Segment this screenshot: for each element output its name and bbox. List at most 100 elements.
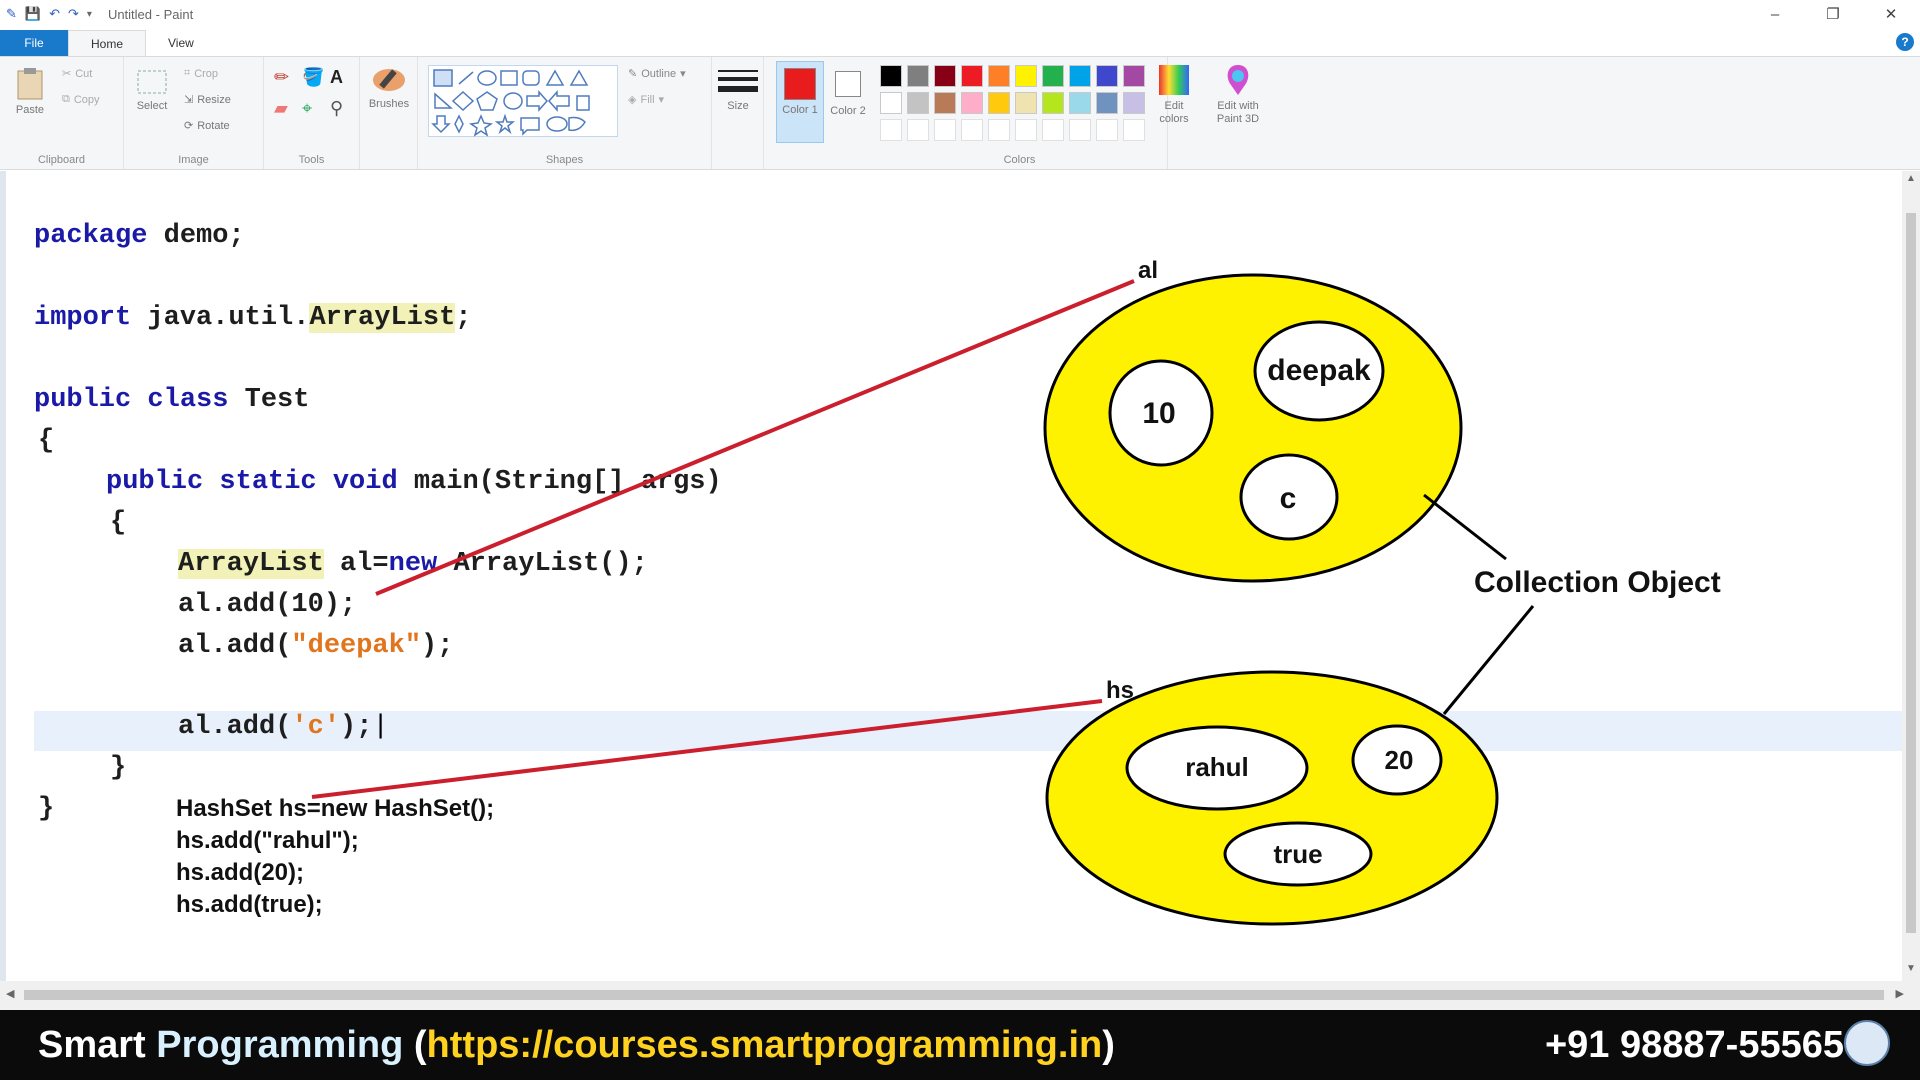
palette-swatch[interactable]: [1069, 92, 1091, 114]
brushes-button[interactable]: Brushes: [368, 65, 410, 110]
magnifier-icon[interactable]: ⚲: [330, 98, 344, 118]
palette-swatch[interactable]: [1042, 92, 1064, 114]
crop-button[interactable]: ⌗Crop: [184, 67, 219, 80]
palette-swatch[interactable]: [907, 65, 929, 87]
undo-icon[interactable]: ↶: [49, 6, 60, 21]
palette-swatch[interactable]: [1069, 65, 1091, 87]
palette-swatch[interactable]: [988, 65, 1010, 87]
code-line-main: public static void main(String[] args): [106, 467, 722, 497]
tab-file[interactable]: File: [0, 30, 68, 56]
rotate-icon: ⟳: [184, 120, 194, 132]
maximize-button[interactable]: ❐: [1826, 6, 1840, 23]
palette-swatch[interactable]: [1015, 65, 1037, 87]
minimize-button[interactable]: –: [1770, 5, 1780, 23]
palette-swatch[interactable]: [988, 92, 1010, 114]
palette-swatch[interactable]: [934, 65, 956, 87]
shapes-gallery[interactable]: [428, 65, 618, 137]
tab-home[interactable]: Home: [68, 30, 147, 56]
hs-reference-line: [311, 699, 1103, 799]
custom-color-slot[interactable]: [880, 119, 902, 141]
code-line-brace-open: {: [38, 426, 55, 456]
al-label: al: [1138, 257, 1158, 284]
palette-swatch[interactable]: [961, 65, 983, 87]
palette-swatch[interactable]: [1096, 65, 1118, 87]
code-line-import: import java.util.ArrayList;: [34, 303, 472, 333]
scroll-right-icon[interactable]: ▶: [1895, 988, 1904, 1000]
redo-icon[interactable]: ↷: [68, 6, 79, 21]
shapes-group: ✎Outline▾ ◈Fill▾ Shapes: [418, 57, 712, 169]
fill-button[interactable]: ◈Fill▾: [628, 93, 665, 107]
palette-swatch[interactable]: [1015, 92, 1037, 114]
size-button[interactable]: Size: [716, 67, 760, 112]
al-reference-line: [375, 279, 1135, 596]
custom-color-slot[interactable]: [1042, 119, 1064, 141]
hs-label: hs: [1106, 677, 1134, 704]
palette-swatch[interactable]: [934, 92, 956, 114]
al-item-deepak: deepak: [1267, 354, 1371, 387]
palette-swatch[interactable]: [1096, 92, 1118, 114]
brand-logo-icon: [1844, 1020, 1890, 1066]
al-item-deepak-bubble: [1253, 320, 1385, 422]
code-line-add-deepak: al.add("deepak");: [178, 631, 454, 661]
select-button[interactable]: Select: [134, 69, 170, 112]
collection-object-caption: Collection Object: [1474, 566, 1721, 599]
paste-button[interactable]: Paste: [10, 67, 50, 116]
rotate-button[interactable]: ⟳Rotate: [184, 119, 230, 133]
scroll-down-icon[interactable]: ▼: [1906, 963, 1916, 974]
save-icon[interactable]: 💾: [24, 6, 42, 21]
code-line-package: package demo;: [34, 221, 245, 251]
palette-swatch[interactable]: [880, 92, 902, 114]
collection-diagram: al hs 10 deepak c rahul 20 true Collecti…: [311, 257, 1721, 926]
ribbon: Paste ✂Cut ⧉Copy Clipboard Select ⌗Crop …: [0, 56, 1920, 170]
canvas-area: package demo; import java.util.ArrayList…: [0, 171, 1920, 1010]
fill-icon[interactable]: 🪣: [302, 67, 325, 87]
resize-button[interactable]: ⇲Resize: [184, 93, 231, 107]
pencil-icon[interactable]: ✏: [274, 67, 290, 87]
scroll-up-icon[interactable]: ▲: [1906, 173, 1916, 184]
code-line-main-brace-close: }: [110, 753, 127, 783]
customize-qat-icon[interactable]: ▾: [86, 8, 92, 20]
al-item-10-bubble: [1108, 359, 1214, 467]
close-button[interactable]: ✕: [1884, 6, 1898, 23]
code-line-class: public class Test: [34, 385, 310, 415]
scroll-left-icon[interactable]: ◀: [6, 988, 15, 1000]
custom-color-slot[interactable]: [1123, 119, 1145, 141]
line-size-icon: [718, 70, 758, 92]
edit-with-paint3d-button[interactable]: Edit with Paint 3D: [1208, 63, 1268, 126]
copy-button[interactable]: ⧉Copy: [62, 93, 100, 106]
palette-swatch[interactable]: [961, 92, 983, 114]
color1-swatch: [784, 68, 816, 100]
color2-button[interactable]: Color 2: [826, 61, 870, 117]
custom-color-slot[interactable]: [934, 119, 956, 141]
custom-color-slot[interactable]: [1069, 119, 1091, 141]
custom-color-slot[interactable]: [1096, 119, 1118, 141]
palette-swatch[interactable]: [1123, 65, 1145, 87]
custom-color-slot[interactable]: [907, 119, 929, 141]
custom-color-slot[interactable]: [988, 119, 1010, 141]
tab-view[interactable]: View: [168, 36, 194, 50]
help-icon[interactable]: ?: [1896, 33, 1914, 51]
caption-pointer-hs: [1442, 605, 1535, 715]
text-icon[interactable]: A: [330, 67, 343, 87]
brush-icon: [373, 69, 405, 91]
hashset-declaration: HashSet hs=new HashSet();: [176, 795, 495, 822]
outline-button[interactable]: ✎Outline▾: [628, 67, 686, 81]
palette-swatch[interactable]: [907, 92, 929, 114]
drawing-canvas[interactable]: package demo; import java.util.ArrayList…: [6, 171, 1902, 981]
color-picker-icon[interactable]: ⌖: [302, 98, 313, 118]
custom-color-slot[interactable]: [1015, 119, 1037, 141]
copy-icon: ⧉: [62, 93, 70, 105]
palette-swatch[interactable]: [880, 65, 902, 87]
palette-swatch[interactable]: [1123, 92, 1145, 114]
custom-color-slot[interactable]: [961, 119, 983, 141]
horizontal-scrollbar[interactable]: ◀ ▶: [0, 981, 1920, 1010]
edit-colors-button[interactable]: Edit colors: [1150, 63, 1198, 126]
cut-button[interactable]: ✂Cut: [62, 67, 93, 81]
vertical-scroll-thumb[interactable]: [1906, 213, 1916, 933]
palette-swatch[interactable]: [1042, 65, 1064, 87]
vertical-scrollbar[interactable]: ▲ ▼: [1902, 171, 1920, 981]
horizontal-scroll-thumb[interactable]: [24, 990, 1884, 1000]
color1-button[interactable]: Color 1: [776, 61, 824, 143]
eraser-icon[interactable]: ▰: [274, 98, 288, 118]
color2-swatch: [835, 71, 861, 97]
